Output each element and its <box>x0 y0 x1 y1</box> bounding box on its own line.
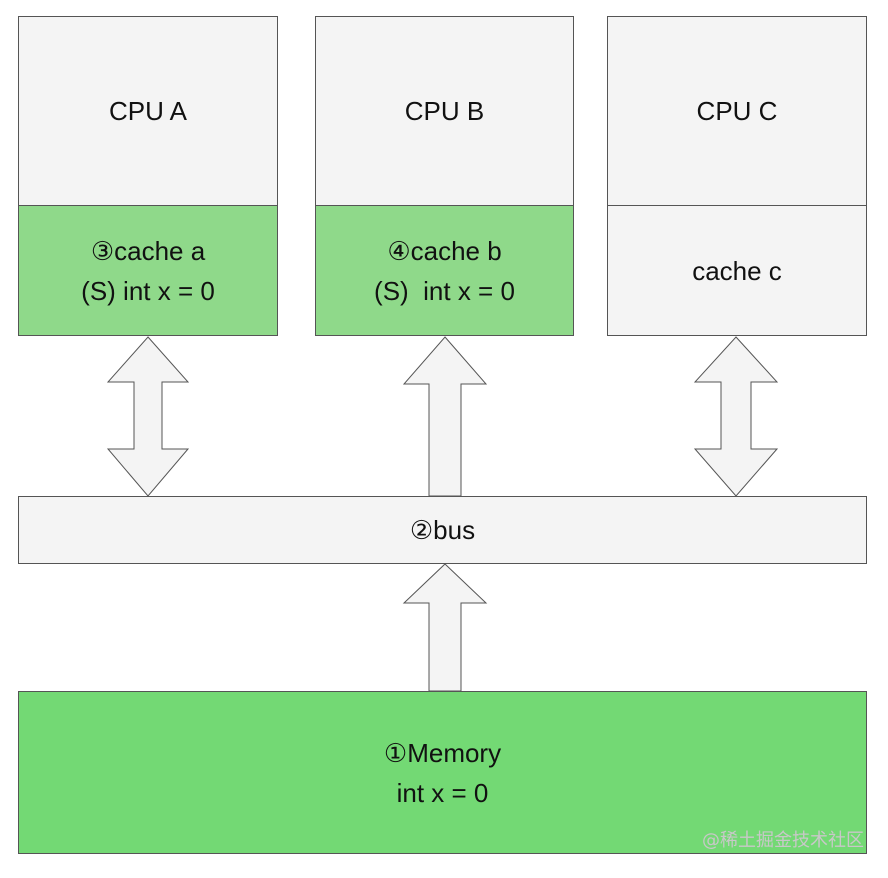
cache-a-title: ③cache a <box>90 235 206 266</box>
cache-c-title: cache c <box>692 255 782 286</box>
cpu-c-box: CPU C <box>607 16 867 206</box>
cpu-b-label: CPU B <box>404 96 485 126</box>
double-arrow-c <box>693 336 779 497</box>
memory-value: int x = 0 <box>396 777 489 808</box>
cache-c-box: cache c <box>607 205 867 336</box>
cache-a-state: (S) int x = 0 <box>81 275 215 306</box>
watermark: @稀土掘金技术社区 <box>702 830 864 851</box>
bus-box: ②bus <box>18 496 867 564</box>
bus-label: ②bus <box>409 515 476 545</box>
up-arrow-b <box>402 336 488 497</box>
memory-title: ①Memory <box>383 737 502 768</box>
cpu-b-box: CPU B <box>315 16 574 206</box>
double-arrow-a <box>106 336 190 497</box>
cpu-c-label: CPU C <box>696 96 778 126</box>
cache-b-box: ④cache b (S) int x = 0 <box>315 205 574 336</box>
cpu-a-box: CPU A <box>18 16 278 206</box>
cache-b-state: (S) int x = 0 <box>374 275 515 306</box>
cache-a-box: ③cache a (S) int x = 0 <box>18 205 278 336</box>
up-arrow-memory <box>402 563 488 692</box>
cache-b-title: ④cache b <box>387 235 502 266</box>
memory-box: ①Memory int x = 0 <box>18 691 867 854</box>
cpu-a-label: CPU A <box>108 96 188 126</box>
